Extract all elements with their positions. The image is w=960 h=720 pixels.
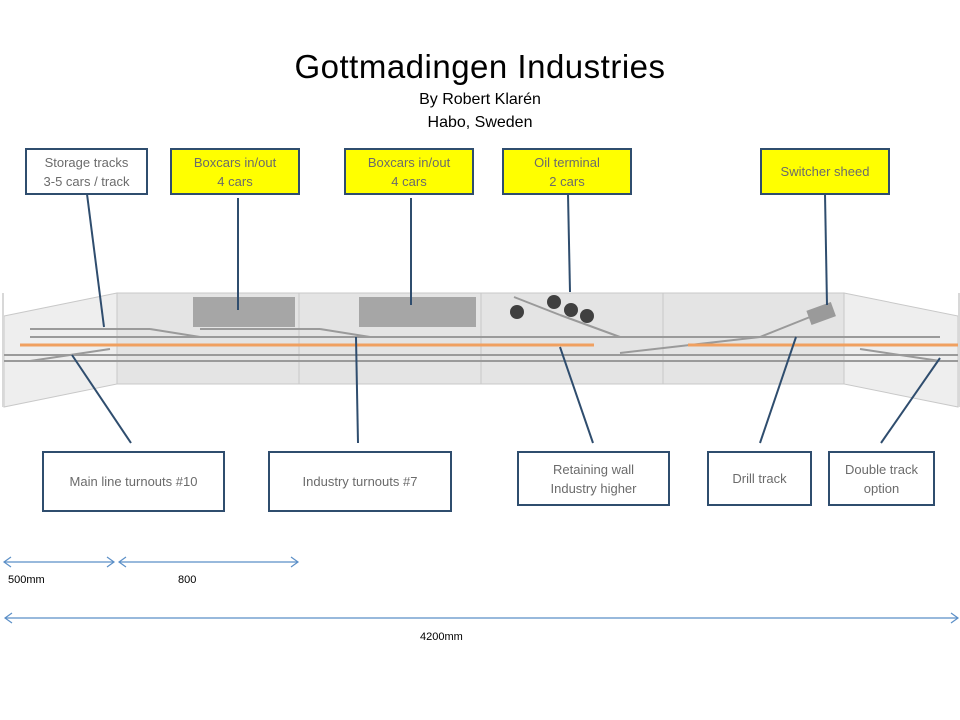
leader-drill: [759, 336, 797, 444]
callout-storage-tracks: Storage tracks 3-5 cars / track: [25, 148, 148, 195]
callout-industry-turnouts: Industry turnouts #7: [268, 451, 452, 512]
leader-storage: [86, 193, 105, 328]
dim-4200-arrow-left: [3, 612, 13, 624]
oil-tank-3: [564, 303, 578, 317]
module-frame-right: [958, 293, 960, 407]
boxcar-building-2: [359, 297, 476, 327]
author-line: By Robert Klarén: [419, 91, 541, 108]
oil-siding-curve: [559, 314, 621, 338]
industry-track-1: [149, 328, 201, 338]
leader-industry: [355, 336, 359, 444]
boxcar-building-1: [193, 297, 295, 327]
leader-oil: [567, 193, 571, 293]
turnout-left: [29, 348, 111, 362]
callout-oil-terminal: Oil terminal 2 cars: [502, 148, 632, 195]
dim-800-arrow-left: [117, 556, 127, 568]
switcher-shed: [806, 301, 836, 325]
baseboard-modules: [2, 292, 960, 408]
leader-mainline: [71, 354, 132, 444]
dim-500-arrow-left: [2, 556, 12, 568]
leader-switcher: [824, 193, 828, 306]
callout-boxcars-2: Boxcars in/out 4 cars: [344, 148, 474, 195]
oil-tank-2: [547, 295, 561, 309]
dim-label-500mm: 500mm: [8, 574, 45, 586]
track-plan: [4, 296, 958, 362]
right-turnout: [859, 348, 941, 362]
oil-tank-1: [510, 305, 524, 319]
callout-switcher-shed: Switcher sheed: [760, 148, 890, 195]
leader-lines: [71, 193, 941, 444]
dimension-arrows: [2, 556, 960, 624]
callout-main-line-turnouts: Main line turnouts #10: [42, 451, 225, 512]
leader-wall: [559, 346, 594, 444]
oil-siding: [513, 296, 561, 316]
location-line: Habo, Sweden: [427, 114, 533, 131]
diagram-title: Gottmadingen Industries: [294, 48, 666, 85]
switcher-track: [759, 314, 816, 338]
oil-tank-4: [580, 309, 594, 323]
industry-track-3: [319, 328, 371, 338]
callout-retaining-wall: Retaining wall Industry higher: [517, 451, 670, 506]
leader-double: [880, 357, 941, 444]
dim-4200-arrow-right: [950, 612, 960, 624]
callout-boxcars-1: Boxcars in/out 4 cars: [170, 148, 300, 195]
dim-800-arrow-right: [290, 556, 300, 568]
callout-double-track: Double track option: [828, 451, 935, 506]
module-frame-left: [2, 293, 4, 407]
callout-drill-track: Drill track: [707, 451, 812, 506]
dim-label-800: 800: [178, 574, 197, 586]
dim-500-arrow-right: [106, 556, 116, 568]
dim-label-4200mm: 4200mm: [420, 631, 463, 643]
